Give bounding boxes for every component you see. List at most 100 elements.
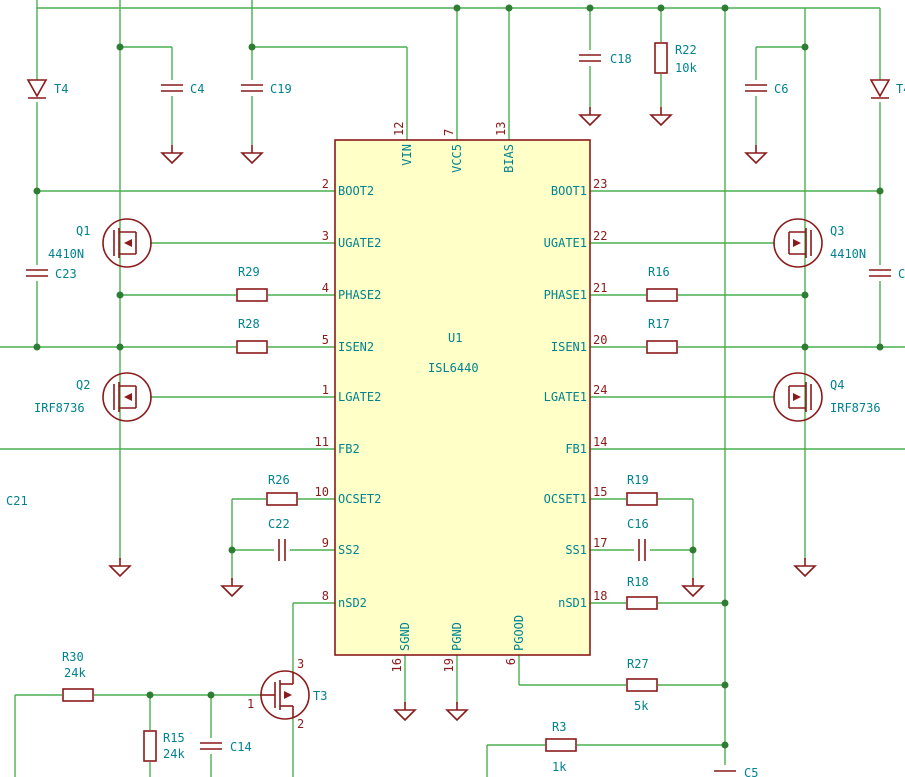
ic-pin-number: 6: [504, 658, 518, 665]
capacitor-c16[interactable]: C16: [627, 517, 650, 562]
part-ref: T4: [54, 82, 68, 96]
part-ref: R22: [675, 43, 697, 57]
part-ref: C21: [6, 494, 28, 508]
resistor-r27[interactable]: R27 5k: [626, 657, 658, 713]
part-ref: T4: [896, 82, 905, 96]
part-ref: R17: [648, 317, 670, 331]
resistor-r17[interactable]: R17: [646, 317, 678, 354]
resistor-r28[interactable]: R28: [236, 317, 268, 354]
capacitor-c19[interactable]: C19: [240, 80, 292, 96]
ic-pin-number: 11: [315, 435, 329, 449]
ic-pin-name: nSD2: [338, 596, 367, 610]
part-ref: R30: [62, 650, 84, 664]
part-ref: R19: [627, 473, 649, 487]
ic-pin-name: SGND: [398, 622, 412, 651]
pin-number: 2: [297, 717, 304, 731]
ic-pins-right: 23BOOT122UGATE121PHASE120ISEN124LGATE114…: [544, 177, 608, 610]
ground-symbol: [650, 106, 672, 126]
ic-pin-name: ISEN1: [551, 340, 587, 354]
part-ref: C14: [230, 740, 252, 754]
ground-symbol: [109, 557, 131, 577]
ic-pin-number: 7: [442, 129, 456, 136]
ic-pin-number: 21: [593, 281, 607, 295]
resistor-r26[interactable]: R26: [266, 473, 298, 506]
resistor-r19[interactable]: R19: [626, 473, 658, 506]
ground-symbol: [394, 701, 416, 721]
ic-pin-number: 18: [593, 589, 607, 603]
mosfet-q3[interactable]: Q3 4410N: [773, 218, 866, 268]
ic-pin-name: LGATE2: [338, 390, 381, 404]
resistor-r3[interactable]: R3 1k: [545, 720, 577, 774]
ic-pin-number: 22: [593, 229, 607, 243]
ic-pin-number: 5: [322, 333, 329, 347]
part-ref: C16: [627, 517, 649, 531]
ic-pin-number: 19: [442, 658, 456, 672]
resistor-r29[interactable]: R29: [236, 265, 268, 302]
part-ref: R29: [238, 265, 260, 279]
resistor-r22[interactable]: R22 10k: [654, 42, 697, 75]
resistor-r18[interactable]: R18: [626, 575, 658, 610]
capacitor-c18[interactable]: C18: [578, 50, 632, 66]
diode-t4[interactable]: T4: [26, 79, 68, 102]
ic-pin-name: OCSET1: [544, 492, 587, 506]
diode-t4-right[interactable]: T4: [869, 79, 905, 102]
mosfet-q2[interactable]: Q2 IRF8736: [34, 372, 152, 422]
mosfet-t3[interactable]: 1 2 3 T3: [247, 657, 327, 731]
ic-pin-name: UGATE2: [338, 236, 381, 250]
ground-symbol: [161, 144, 183, 164]
capacitor-c5[interactable]: C5: [713, 765, 758, 777]
ic-pin-name: PGND: [450, 622, 464, 651]
ic-pin-number: 8: [322, 589, 329, 603]
part-ref: C6: [774, 82, 788, 96]
part-value: 1k: [552, 760, 567, 774]
ic-pin-name: SS1: [565, 543, 587, 557]
resistor-r15[interactable]: R15 24k: [143, 730, 185, 762]
mosfet-q4[interactable]: Q4 IRF8736: [773, 372, 881, 422]
ic-pin-name: BIAS: [502, 144, 516, 173]
capacitor-c22[interactable]: C22: [268, 517, 290, 562]
ic-pin-name: VIN: [400, 144, 414, 166]
part-value: 24k: [163, 747, 185, 761]
ic-body[interactable]: [334, 139, 591, 656]
capacitor-c14[interactable]: C14: [199, 738, 252, 754]
ground-symbol: [221, 577, 243, 597]
resistor-r16[interactable]: R16: [646, 265, 678, 302]
capacitor-c6[interactable]: C6: [744, 80, 788, 96]
pin-number: 3: [297, 657, 304, 671]
ground-symbol: [241, 144, 263, 164]
ic-pin-name: VCC5: [450, 144, 464, 173]
part-ref: C4: [190, 82, 204, 96]
part-value: 10k: [675, 61, 697, 75]
part-ref: R27: [627, 657, 649, 671]
ground-symbol: [745, 144, 767, 164]
ic-pin-number: 2: [322, 177, 329, 191]
ic-pin-number: 13: [494, 122, 508, 136]
part-ref: Q1: [76, 224, 90, 238]
part-value: 4410N: [48, 247, 84, 261]
ground-symbol: [794, 557, 816, 577]
part-ref: R18: [627, 575, 649, 589]
capacitor-c4[interactable]: C4: [160, 80, 204, 96]
part-ref: Q3: [830, 224, 844, 238]
resistor-r30[interactable]: R30 24k: [62, 650, 94, 702]
ground-symbol: [579, 106, 601, 126]
capacitor-c21: C21: [6, 494, 28, 508]
part-ref: T3: [313, 689, 327, 703]
ic-pin-name: PGOOD: [512, 615, 526, 651]
ic-pin-name: ISEN2: [338, 340, 374, 354]
capacitor-right[interactable]: C: [868, 265, 905, 281]
mosfet-q1[interactable]: Q1 4410N: [48, 218, 152, 268]
ic-pin-number: 4: [322, 281, 329, 295]
ic-pin-number: 10: [315, 485, 329, 499]
ic-pin-number: 14: [593, 435, 607, 449]
ic-pin-name: FB1: [565, 442, 587, 456]
part-value: IRF8736: [34, 401, 85, 415]
part-value: IRF8736: [830, 401, 881, 415]
part-ref: Q2: [76, 378, 90, 392]
capacitor-c23[interactable]: C23: [25, 265, 77, 281]
